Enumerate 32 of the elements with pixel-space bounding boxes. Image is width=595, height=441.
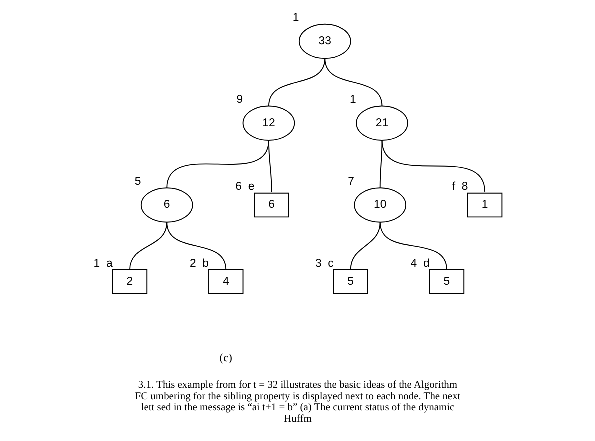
- caption: 3.1. This example from for t = 32 illustrates the basic ideas of the Algorithm FC umbering for the sibling property is displayed next to each node. The next lett sed in the message is “ai t+1 = b” (a) The current status of the dynamic Huffm: [134, 380, 460, 426]
- node-ellipse: 10: [354, 188, 406, 223]
- node-box: 5: [332, 270, 368, 294]
- node-label: 7: [348, 176, 354, 188]
- node-box: 1: [466, 192, 502, 218]
- node-box: 4: [208, 270, 244, 294]
- node-label: 1 a: [93, 258, 112, 270]
- connector: [350, 222, 380, 270]
- connector: [379, 140, 382, 189]
- label: (c): [219, 352, 232, 364]
- connector: [381, 140, 486, 192]
- connector: [379, 222, 447, 270]
- connector: [268, 58, 326, 107]
- node-ellipse: 12: [242, 106, 295, 141]
- node-label: f 8: [452, 181, 468, 194]
- node-ellipse: 21: [356, 106, 408, 141]
- connector: [166, 222, 226, 270]
- node-label: 1: [350, 94, 356, 106]
- node-label: 4 d: [410, 258, 430, 270]
- node-ellipse: 33: [298, 24, 351, 60]
- node-ellipse: 6: [140, 188, 193, 223]
- node-label: 3 c: [314, 258, 334, 270]
- node-box: 2: [112, 270, 148, 294]
- node-label: 6 e: [235, 181, 254, 194]
- node-box: 6: [254, 192, 289, 218]
- node-label: 2 b: [189, 258, 208, 270]
- node-label: 5: [134, 176, 141, 188]
- node-label: 9: [236, 94, 243, 106]
- node-box: 5: [428, 270, 464, 294]
- connector: [324, 58, 382, 107]
- node-label: 1: [292, 12, 299, 24]
- connector: [268, 140, 272, 192]
